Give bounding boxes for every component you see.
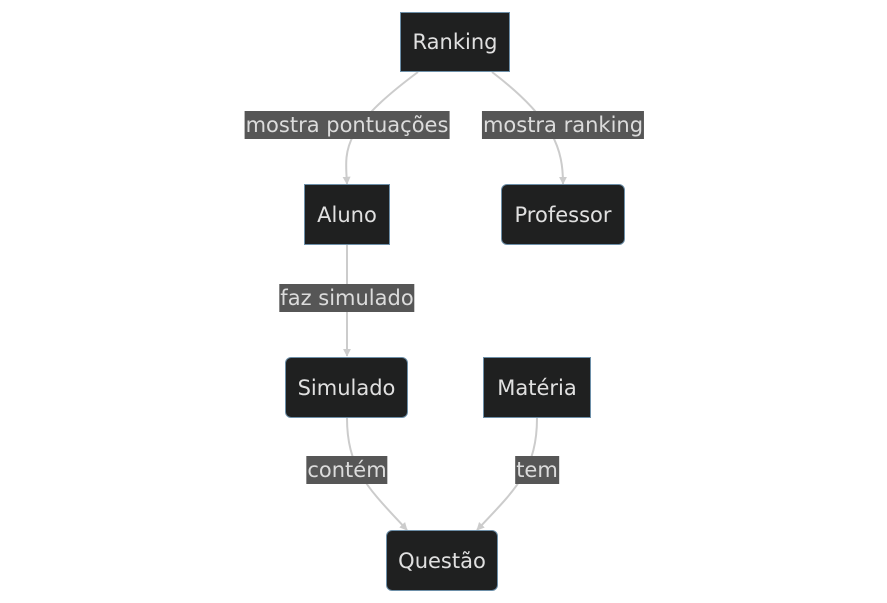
edge-label-mostra-pontuacoes: mostra pontuações (244, 111, 450, 139)
node-materia: Matéria (483, 357, 591, 418)
node-simulado: Simulado (285, 357, 408, 418)
node-questao: Questão (386, 530, 498, 591)
edge-label-faz-simulado: faz simulado (279, 284, 415, 312)
edge-label-tem: tem (515, 456, 559, 484)
node-ranking: Ranking (400, 12, 510, 72)
node-aluno: Aluno (304, 184, 390, 245)
edge-label-contem: contém (306, 456, 388, 484)
edge-label-mostra-ranking: mostra ranking (481, 111, 645, 139)
node-professor: Professor (501, 184, 625, 245)
